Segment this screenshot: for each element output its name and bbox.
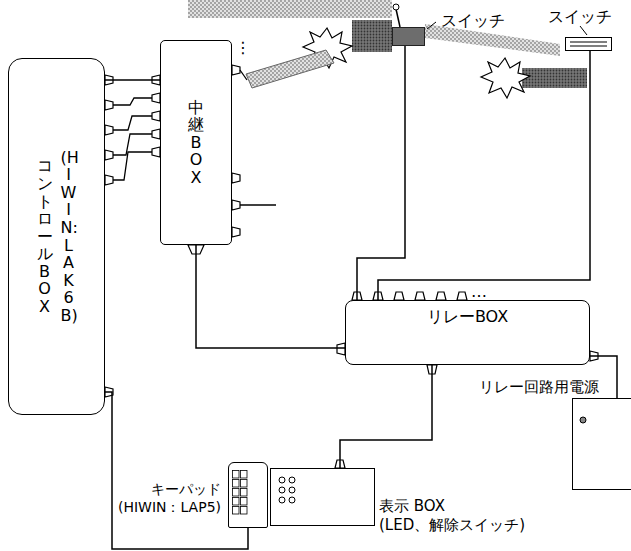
ellipsis-mark: ⋮ xyxy=(235,40,251,56)
wire xyxy=(113,98,152,105)
node-text: リレーBOX xyxy=(427,307,508,327)
control-box: コントロール BOX (HIWIN:LAK6B) xyxy=(8,58,105,415)
port xyxy=(232,227,240,237)
switch: スイッチ xyxy=(565,37,612,51)
led xyxy=(289,477,295,483)
led xyxy=(279,497,285,503)
port xyxy=(232,200,240,210)
port xyxy=(152,111,160,121)
led xyxy=(289,487,295,493)
port xyxy=(415,292,425,300)
port xyxy=(337,343,345,355)
wires xyxy=(113,70,276,205)
node-label: リレー回路用電源 xyxy=(479,378,599,397)
wire xyxy=(240,70,247,80)
port xyxy=(105,175,113,185)
text-group: コントロール BOX (HIWIN:LAK6B) xyxy=(9,59,104,414)
label-group: キーパッド (HIWIN：LAP5) xyxy=(117,481,221,516)
keypad: キーパッド (HIWIN：LAP5) xyxy=(228,462,268,528)
node-label: キーパッド (HIWIN：LAP5) xyxy=(117,481,221,516)
ellipsis-mark: … xyxy=(471,284,487,300)
text-group: 中継 BOX xyxy=(161,41,231,244)
lever-knob xyxy=(393,4,399,10)
cable xyxy=(196,245,345,348)
node-label: スイッチ xyxy=(441,11,505,31)
node-label: 表示 BOX xyxy=(379,497,525,516)
port xyxy=(152,147,160,157)
power-supply: リレー回路用電源 xyxy=(572,398,631,490)
sensor-beam xyxy=(246,50,334,88)
port xyxy=(232,173,240,183)
wire xyxy=(113,152,152,180)
switch-slot xyxy=(570,42,607,46)
cable xyxy=(105,392,248,549)
led xyxy=(289,497,295,503)
leader-line xyxy=(427,22,436,29)
port xyxy=(105,125,113,135)
power-lamp xyxy=(580,417,586,423)
label-group: スイッチ xyxy=(441,11,505,31)
node-text: 中継 BOX xyxy=(188,99,204,187)
port xyxy=(105,100,113,110)
wire xyxy=(240,204,276,205)
wire xyxy=(113,116,152,130)
display-box: 表示 BOX(LED、解除スイッチ) xyxy=(270,468,375,526)
cable xyxy=(340,365,432,468)
lever xyxy=(396,9,400,27)
connector-ports xyxy=(105,65,598,468)
label-group: スイッチ xyxy=(548,7,612,27)
junction-box: 中継 BOX xyxy=(160,40,232,245)
switch: スイッチ xyxy=(392,27,425,46)
node-text: コントロール BOX xyxy=(37,157,53,315)
node-text: (HIWIN:LAK6B) xyxy=(61,149,77,325)
cable xyxy=(378,51,590,300)
shaded-band xyxy=(188,0,392,18)
port xyxy=(436,292,446,300)
relay-box: リレーBOX xyxy=(345,300,590,365)
slot-line xyxy=(570,45,607,46)
impact-star xyxy=(481,58,530,98)
leader-line xyxy=(580,26,587,35)
port xyxy=(232,65,240,75)
label-group: リレー回路用電源 xyxy=(479,378,599,397)
port xyxy=(105,150,113,160)
cable xyxy=(105,79,160,81)
node-label: スイッチ xyxy=(548,7,612,27)
text-group: リレーBOX xyxy=(346,301,589,364)
indicator-leds xyxy=(279,477,295,503)
led xyxy=(279,477,285,483)
switch-lever xyxy=(393,4,400,27)
slot-line xyxy=(570,41,607,42)
port xyxy=(457,292,467,300)
cable xyxy=(357,46,405,300)
port xyxy=(394,292,404,300)
dark-block xyxy=(522,68,587,88)
port xyxy=(152,129,160,139)
keypad-keys xyxy=(232,470,248,515)
label-group: 表示 BOX(LED、解除スイッチ) xyxy=(379,497,525,535)
led xyxy=(279,487,285,493)
port xyxy=(152,93,160,103)
dark-block xyxy=(352,20,392,52)
node-label: (LED、解除スイッチ) xyxy=(379,516,525,535)
